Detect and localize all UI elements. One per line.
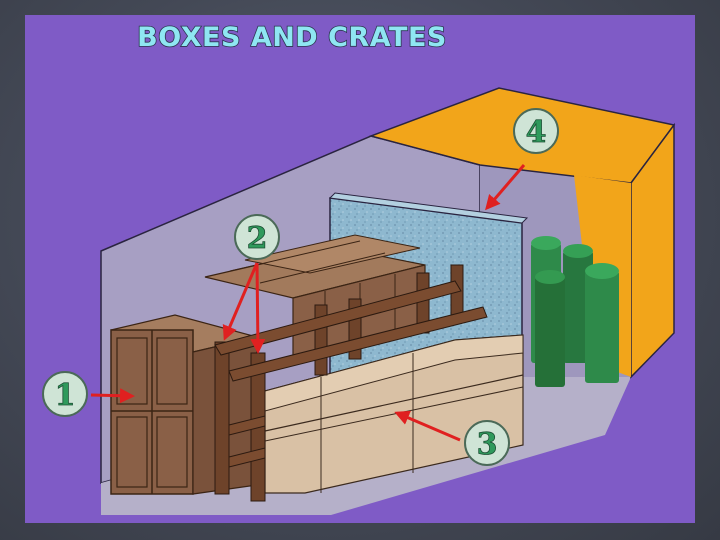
crate-panel xyxy=(116,416,148,488)
callout-circle xyxy=(42,371,88,417)
crate-panel xyxy=(116,337,148,405)
callout-circle xyxy=(513,108,559,154)
callout-circle xyxy=(234,214,280,260)
arrow-1 xyxy=(90,388,135,404)
callout-2: 2 xyxy=(234,214,280,260)
drum-top xyxy=(563,244,593,258)
drum xyxy=(585,271,619,383)
drum-top xyxy=(535,270,565,284)
callout-4: 4 xyxy=(513,108,559,154)
callout-3: 3 xyxy=(464,420,510,466)
arrow-2b xyxy=(250,262,266,354)
diagram-title: BOXES AND CRATES xyxy=(137,22,447,53)
brace-rail xyxy=(228,415,266,436)
callout-number: 2 xyxy=(247,221,268,256)
box-seam xyxy=(264,374,524,432)
crate-top xyxy=(244,234,421,274)
callout-circle xyxy=(464,420,510,466)
drum xyxy=(535,277,565,387)
drum-cargo xyxy=(531,236,619,387)
callout-arrows xyxy=(90,164,526,442)
crate-panel xyxy=(156,416,188,488)
partition-top-edge xyxy=(328,192,529,224)
callout-number: 3 xyxy=(477,427,498,462)
arrow-3 xyxy=(394,410,461,442)
brace-post xyxy=(214,341,230,495)
wood-bracing xyxy=(214,264,488,502)
box-seam xyxy=(264,386,524,442)
cardboard-box-stack xyxy=(264,334,524,494)
callout-1: 1 xyxy=(42,371,88,417)
callout-number: 4 xyxy=(526,115,547,150)
drum-top xyxy=(531,236,561,250)
drum-top xyxy=(585,263,619,279)
diagram-picture: BOXES AND CRATES xyxy=(25,15,695,523)
shipping-container xyxy=(100,87,676,515)
crate-slat xyxy=(259,252,386,284)
brace-rail xyxy=(228,306,488,382)
brace-rail xyxy=(214,280,462,356)
container-diagram: BOXES AND CRATES xyxy=(25,15,695,523)
callout-number: 1 xyxy=(55,378,76,413)
brace-rail xyxy=(228,447,266,468)
crate-slat xyxy=(229,240,361,272)
crate-panel xyxy=(156,337,188,405)
arrow-4 xyxy=(485,164,526,211)
arrow-2a xyxy=(222,262,259,341)
